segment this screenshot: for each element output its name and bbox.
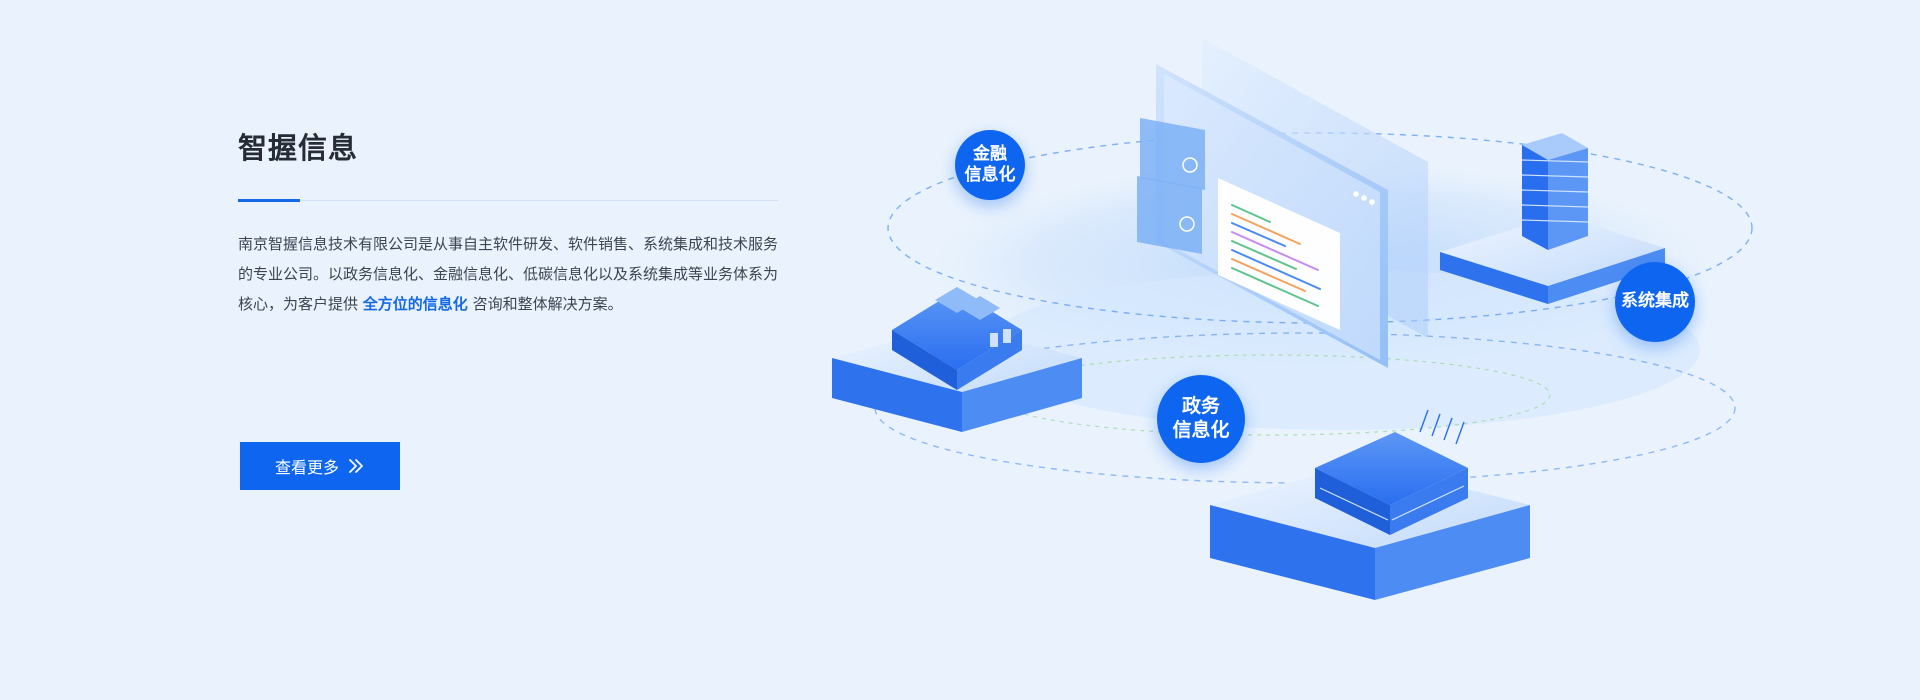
glow-platform-back: [900, 155, 1740, 375]
badge-finance: 金融 信息化: [955, 130, 1025, 200]
section-title: 智握信息: [238, 131, 359, 165]
gov-building-tile: [1210, 409, 1530, 600]
badge-government: 政务 信息化: [1157, 375, 1245, 463]
badge-system-integration: 系统集成: [1615, 262, 1695, 342]
description-text: 南京智握信息技术有限公司是从事自主软件研发、软件销售、系统集成和技术服务的专业公…: [238, 235, 779, 313]
divider-line: [238, 200, 779, 201]
orbit-green: [989, 354, 1551, 436]
user-card-2-avatar: [1179, 216, 1195, 232]
code-lines: [1231, 204, 1321, 307]
main-screen-inner: [1164, 74, 1380, 360]
user-card-1: [1140, 118, 1205, 190]
double-chevron-right-icon: [349, 459, 363, 473]
user-card-1-avatar: [1182, 157, 1198, 173]
view-more-button[interactable]: 查看更多: [240, 442, 400, 490]
glow-platform-front: [980, 270, 1700, 430]
code-card: [1218, 178, 1340, 330]
main-screen: [1156, 64, 1388, 368]
user-card-2: [1137, 176, 1202, 254]
description-highlight: 全方位的信息化: [362, 295, 468, 313]
view-more-label: 查看更多: [274, 458, 339, 477]
company-description: 南京智握信息技术有限公司是从事自主软件研发、软件销售、系统集成和技术服务的专业公…: [238, 229, 783, 319]
description-text-end: 咨询和整体解决方案。: [472, 295, 623, 313]
window-dots: [1353, 191, 1375, 205]
divider-accent: [238, 199, 300, 202]
office-building-tile: [832, 287, 1082, 432]
glass-panel-back: [1202, 38, 1428, 338]
orbit-lower: [874, 332, 1736, 484]
title-divider: [238, 199, 779, 202]
